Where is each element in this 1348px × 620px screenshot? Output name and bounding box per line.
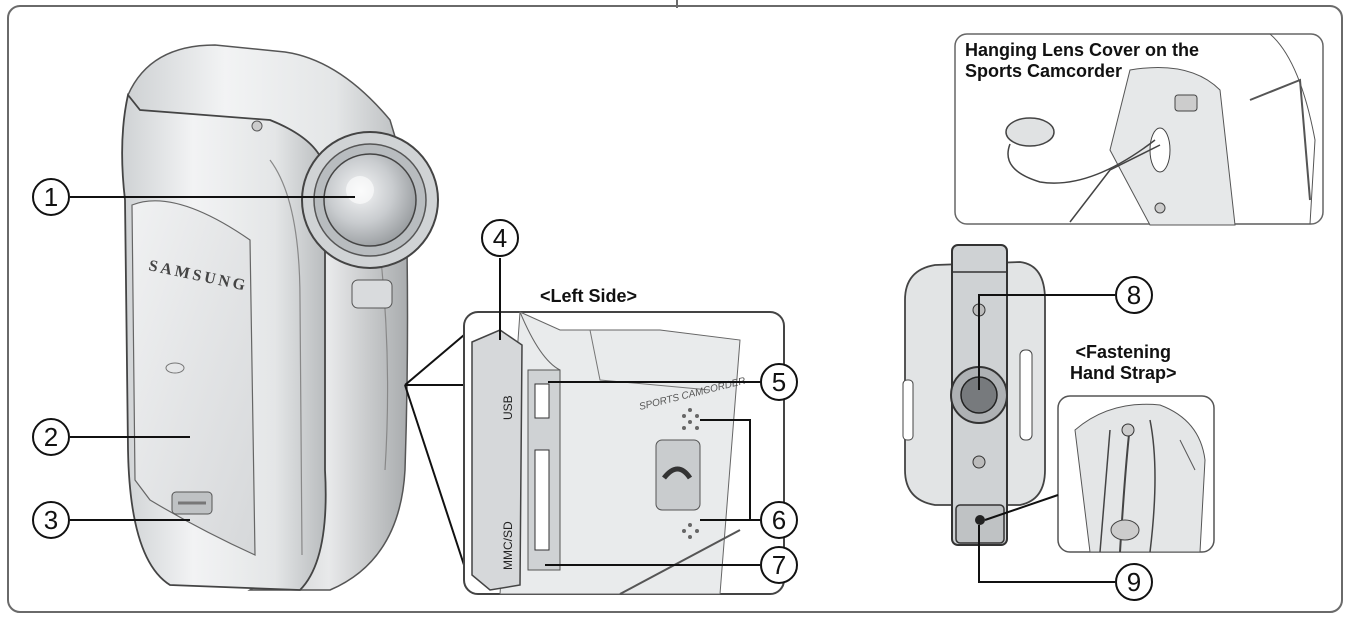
camcorder-bottom-view [902,244,1046,546]
callout-2: 2 [32,418,70,456]
callout-7: 7 [760,546,798,584]
usb-port-label: USB [501,395,515,420]
hand-strap-title: <Fastening Hand Strap> [1070,342,1177,383]
callout-leaders-inset [499,258,760,566]
callout-4: 4 [481,219,519,257]
camcorder-front-illustration [121,44,439,591]
callout-5: 5 [760,363,798,401]
callout-8: 8 [1115,276,1153,314]
lens-cover-inset [954,33,1324,226]
left-side-title: <Left Side> [540,286,638,306]
memory-card-slot-label: MMC/SD [501,521,515,570]
callout-9: 9 [1115,563,1153,601]
callout-leaders-main [70,196,465,566]
callout-3: 3 [32,501,70,539]
callout-1: 1 [32,178,70,216]
lens-cover-title: Hanging Lens Cover on the Sports Camcord… [965,40,1200,81]
callout-leaders-right [978,294,1115,583]
callout-6: 6 [760,501,798,539]
hand-strap-inset [1057,395,1215,553]
